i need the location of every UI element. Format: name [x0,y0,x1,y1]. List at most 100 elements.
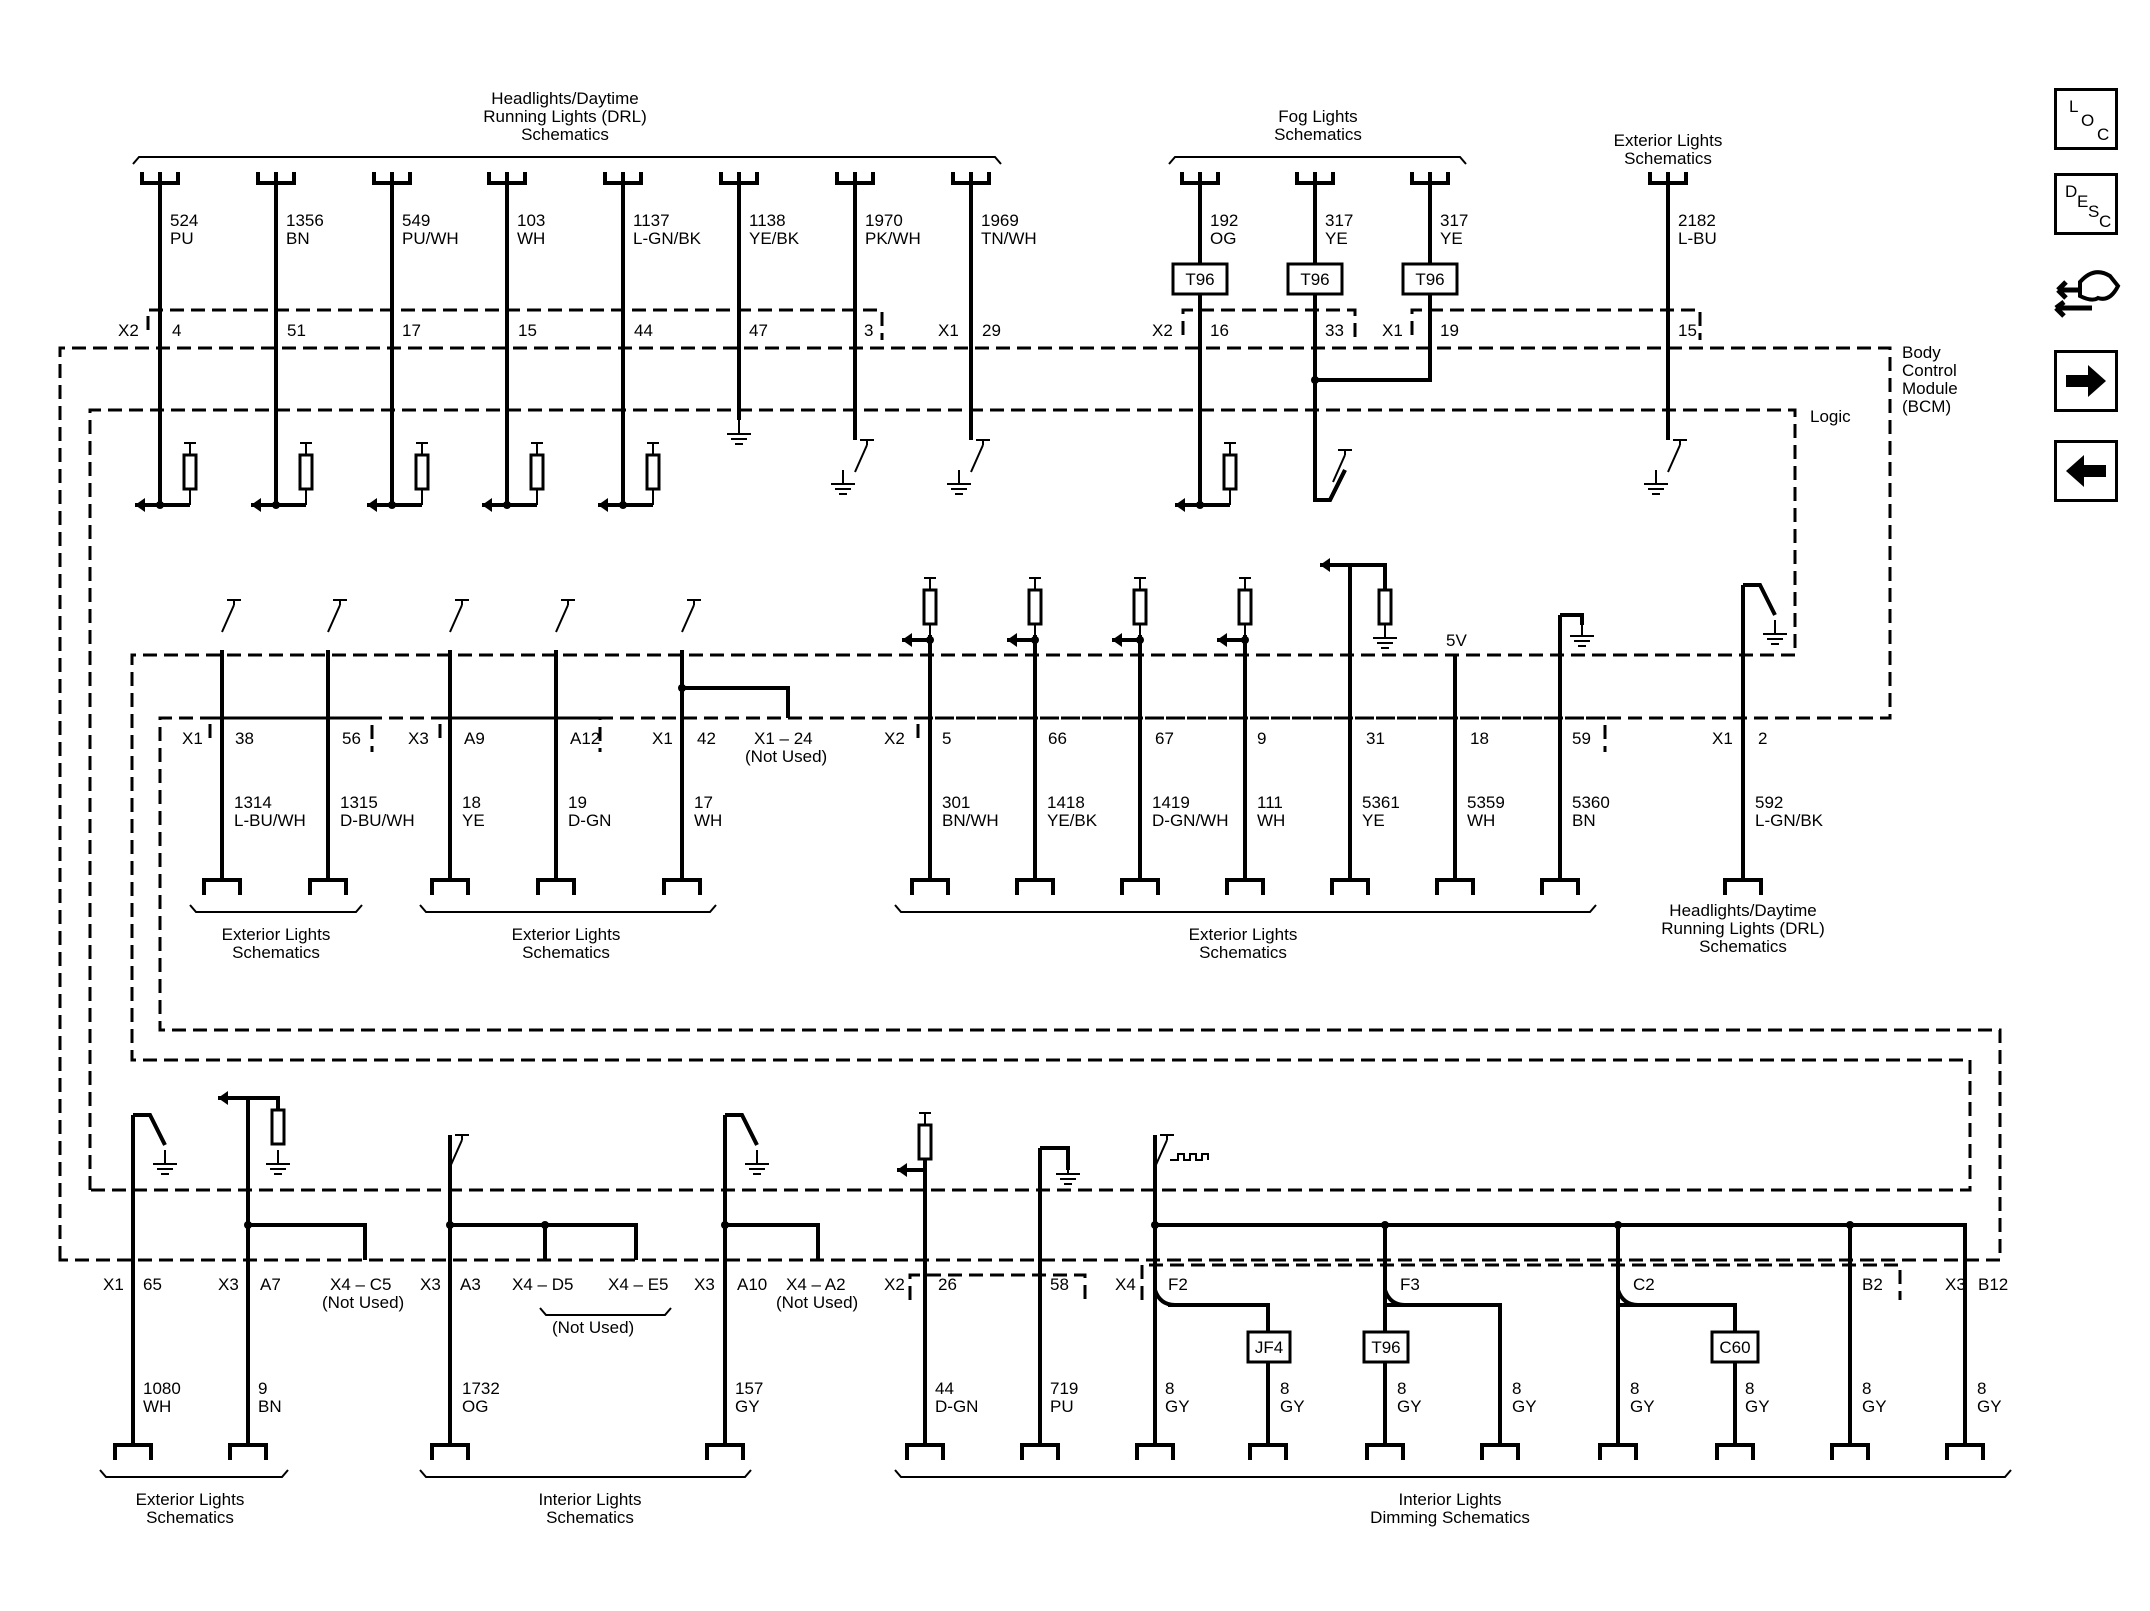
back-arrow-button[interactable] [2054,440,2118,502]
pin-number: F2 [1168,1275,1188,1294]
circuit-number: 103 [517,211,545,230]
wire-color: TN/WH [981,229,1037,248]
wire-color: WH [694,811,722,830]
next-arrow-button[interactable] [2054,350,2118,412]
ground-symbol [1056,1160,1080,1185]
circuit-number: 192 [1210,211,1238,230]
mid-harness-connectors [202,878,1763,895]
pullup-symbol [300,442,312,455]
pin-number: 65 [143,1275,162,1294]
wire-color: D-GN [935,1397,978,1416]
top-headlights-label: Headlights/Daytime Running Lights (DRL) … [483,89,646,144]
svg-text:Exterior Lights: Exterior Lights [1614,131,1723,150]
wire-color: L-BU/WH [234,811,306,830]
ground-symbol [1570,622,1594,647]
wire-color: D-GN/WH [1152,811,1228,830]
pin-number: 56 [342,729,361,748]
circuit-number: 18 [462,793,481,812]
circuit-number: 19 [568,793,587,812]
splice-label: T96 [1300,270,1329,289]
svg-text:X1 – 24: X1 – 24 [754,729,813,748]
svg-text:X1: X1 [1382,321,1403,340]
svg-text:T96: T96 [1371,1338,1400,1357]
resistor-symbol [922,588,938,626]
wire-color: D-GN [568,811,611,830]
wire-color: GY [1862,1397,1887,1416]
resistor-symbol [645,453,661,491]
mid-connector-boxes [208,716,1607,752]
svg-text:Schematics: Schematics [146,1508,234,1527]
svg-text:X2: X2 [1152,321,1173,340]
ground-symbol [266,1150,290,1175]
wire-color: WH [1257,811,1285,830]
svg-text:Schematics: Schematics [232,943,320,962]
repair-info-icon[interactable] [2052,262,2122,326]
wire-color: OG [462,1397,488,1416]
wire-color: PK/WH [865,229,921,248]
bot-wire-labels: 1080WH659BNA71732OGA3157GYA1044D-GN26719… [143,1275,2008,1416]
circuit-number: 5360 [1572,793,1610,812]
svg-text:Interior Lights: Interior Lights [539,1490,642,1509]
circuit-number: 1137 [633,211,670,230]
svg-text:X4 – E5: X4 – E5 [608,1275,669,1294]
wire-color: YE [1440,229,1463,248]
switch-symbol [854,439,874,473]
mid-group-labels: Exterior Lights Schematics Exterior Ligh… [222,901,1825,962]
resistor-symbol [1237,588,1253,626]
circuit-number: 1418 [1047,793,1085,812]
resistor-symbol [529,453,545,491]
svg-text:Schematics: Schematics [522,943,610,962]
svg-text:Dimming Schematics: Dimming Schematics [1370,1508,1530,1527]
svg-text:Schematics: Schematics [1274,125,1362,144]
pullup-symbol [924,577,936,590]
wire-color: PU [170,229,194,248]
pin-number: 5 [942,729,951,748]
svg-text:(Not Used): (Not Used) [322,1293,404,1312]
pullup-symbol [1239,577,1251,590]
bot-group-labels: Exterior Lights Schematics Interior Ligh… [136,1490,1530,1527]
desc-letter-d: D [2065,182,2078,201]
svg-text:X4 – A2: X4 – A2 [786,1275,846,1294]
description-button[interactable]: D E S C [2054,173,2118,235]
mid-wire-labels: 1314L-BU/WH381315D-BU/WH5618YEA919D-GNA1… [234,729,1824,830]
svg-text:Exterior Lights: Exterior Lights [136,1490,245,1509]
svg-text:X2: X2 [884,1275,905,1294]
mid-connector-ids: X1 X3 X1 X1 – 24 (Not Used) X2 X1 5V [182,631,1733,766]
svg-text:X4 – D5: X4 – D5 [512,1275,573,1294]
switch-symbol [449,1134,469,1168]
wire-color: GY [1280,1397,1305,1416]
resistor-symbol [414,453,430,491]
circuit-number: 5359 [1467,793,1505,812]
location-button[interactable]: L O C [2054,88,2118,150]
circuit-number: 8 [1862,1379,1871,1398]
not-used-bracket [539,1307,672,1316]
resistor-symbol [1132,588,1148,626]
svg-text:X3: X3 [218,1275,239,1294]
pin-number: 66 [1048,729,1067,748]
circuit-number: 111 [1257,793,1283,812]
switch-symbol [1667,439,1687,473]
circuit-number: 1138 [749,211,786,230]
wire-color: YE [1325,229,1348,248]
svg-text:Fog Lights: Fog Lights [1278,107,1357,126]
circuit-number: 2182 [1678,211,1716,230]
circuit-number: 1314 [234,793,272,812]
circuit-number: 8 [1630,1379,1639,1398]
pullup-symbol [531,442,543,455]
wire-color: BN [1572,811,1596,830]
mid-wires [220,565,1745,880]
svg-text:X1: X1 [938,321,959,340]
svg-text:Schematics: Schematics [1699,937,1787,956]
svg-text:X1: X1 [652,729,673,748]
circuit-number: 317 [1325,211,1353,230]
pullup-symbol [647,442,659,455]
svg-text:X3: X3 [1945,1275,1966,1294]
svg-text:X1: X1 [182,729,203,748]
svg-text:X1: X1 [1712,729,1733,748]
pin-number: 4 [172,321,181,340]
resistor-symbol [1027,588,1043,626]
loc-letter-o: O [2081,111,2095,130]
resistor-symbol [298,453,314,491]
circuit-number: 1970 [865,211,903,230]
